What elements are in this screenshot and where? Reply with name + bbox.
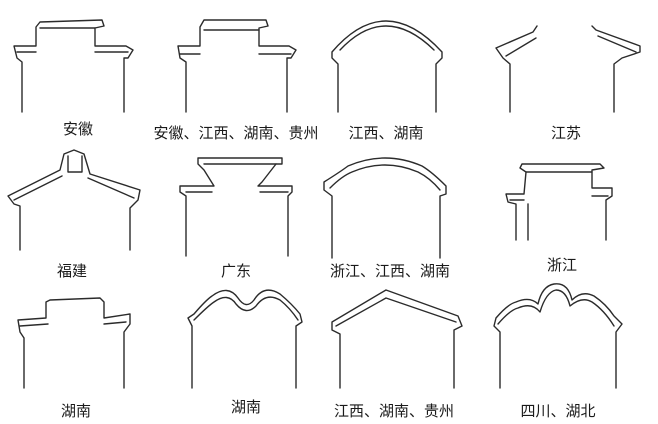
gable-outline-1 [13,19,134,113]
gable-outline-7 [323,157,447,259]
region-label-2: 安徽、江西、湖南、贵州 [153,124,319,142]
gable-outline-5 [7,149,141,251]
region-label-4: 江苏 [550,124,582,142]
region-label-11: 江西、湖南、贵州 [333,402,455,420]
region-label-12: 四川、湖北 [520,402,596,420]
gable-outline-8 [505,163,613,241]
region-label-6: 广东 [220,262,252,280]
region-label-7: 浙江、江西、湖南 [329,262,451,280]
gable-outline-11 [331,289,463,389]
gable-outline-9 [17,297,131,389]
region-label-3: 江西、湖南 [348,124,424,142]
region-label-1: 安徽 [62,120,94,138]
region-label-5: 福建 [56,262,88,280]
gable-outline-3 [331,20,443,113]
gable-outline-12 [493,283,623,389]
region-label-8: 浙江 [546,256,578,274]
region-label-10: 湖南 [230,398,262,416]
gable-outline-10 [187,289,303,389]
region-label-9: 湖南 [60,402,92,420]
gable-outline-2 [177,19,297,113]
gable-outline-6 [179,157,293,257]
gable-outline-4 [495,25,641,113]
